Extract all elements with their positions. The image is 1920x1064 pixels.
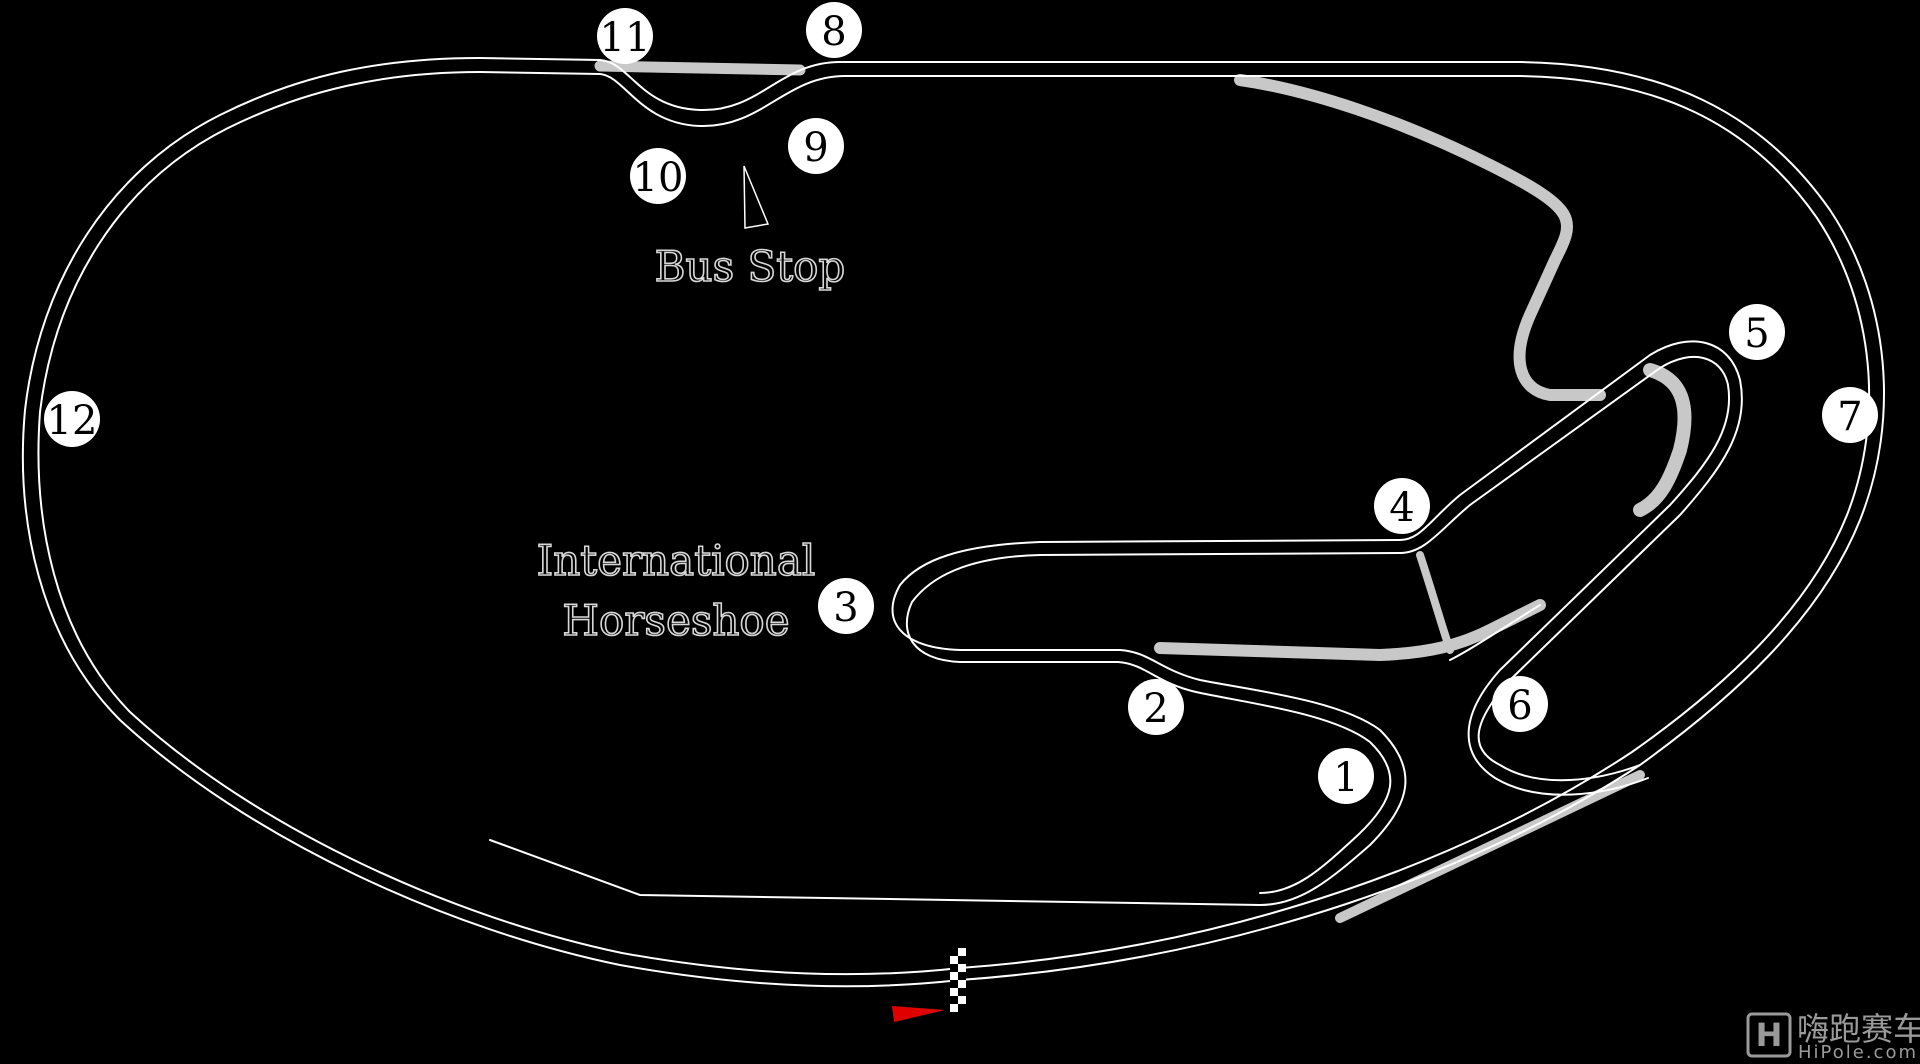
- checkered-flag-icon: [950, 948, 966, 1012]
- hipole-logo-icon: H: [1746, 1012, 1792, 1058]
- svg-text:2: 2: [1143, 686, 1168, 732]
- turn-marker-4: 4: [1374, 478, 1430, 534]
- turn-marker-11: 11: [597, 8, 653, 64]
- svg-text:12: 12: [47, 398, 98, 444]
- watermark-name: 嗨跑赛车: [1797, 1010, 1920, 1048]
- start-finish-line: [892, 948, 966, 1022]
- turn-marker-7: 7: [1822, 387, 1878, 443]
- bus-stop-pointer: [743, 165, 770, 229]
- svg-text:7: 7: [1837, 394, 1862, 440]
- runoff-horseshoe-link: [1154, 599, 1546, 661]
- svg-text:4: 4: [1389, 485, 1414, 531]
- turn-markers: 1 2 3 4 5 6 7 8: [44, 2, 1878, 804]
- road-course: [21, 57, 1885, 988]
- svg-text:3: 3: [833, 585, 858, 631]
- turn-marker-6: 6: [1492, 676, 1548, 732]
- svg-text:10: 10: [633, 155, 684, 201]
- svg-text:11: 11: [600, 15, 651, 61]
- runoff-turn4-link: [1416, 551, 1454, 654]
- turn-marker-5: 5: [1729, 304, 1785, 360]
- svg-text:5: 5: [1744, 311, 1769, 357]
- svg-text:H: H: [1756, 1016, 1783, 1054]
- start-direction-flag-icon: [892, 1006, 945, 1022]
- turn-marker-12: 12: [44, 391, 100, 447]
- turn-marker-1: 1: [1318, 748, 1374, 804]
- tri-oval-outer-edge: [21, 57, 1885, 988]
- infield-road-turn6-link: [1449, 604, 1541, 661]
- svg-text:1: 1: [1333, 755, 1358, 801]
- runoff-banking-connector: [1234, 74, 1606, 401]
- infield-road-turn1-to-turn3-outer: [489, 539, 1407, 906]
- turn-marker-9: 9: [788, 118, 844, 174]
- runoff-east-infield: [1633, 363, 1692, 517]
- runoff-bus-stop-bypass: [594, 60, 806, 76]
- watermark: H 嗨跑赛车 HiPole.com: [1746, 1010, 1920, 1063]
- infield-road-turn4-to-turn5-inner: [1399, 355, 1731, 796]
- horseshoe-label-line2: Horseshoe: [562, 596, 789, 645]
- svg-text:9: 9: [803, 125, 828, 171]
- turn-marker-3: 3: [818, 578, 874, 634]
- tri-oval-inner-edge: [37, 71, 1871, 976]
- svg-text:6: 6: [1507, 683, 1532, 729]
- turn-marker-2: 2: [1128, 679, 1184, 735]
- horseshoe-label-line1: International: [537, 536, 816, 585]
- infield-road-turn1-to-turn3-inner: [905, 552, 1401, 894]
- watermark-site: HiPole.com: [1798, 1042, 1918, 1063]
- bus-stop-label: Bus Stop: [655, 242, 846, 291]
- infield-road-turn4-to-turn5: [1399, 340, 1743, 782]
- turn-marker-8: 8: [806, 2, 862, 58]
- turn-marker-10: 10: [630, 148, 686, 204]
- svg-text:8: 8: [821, 9, 846, 55]
